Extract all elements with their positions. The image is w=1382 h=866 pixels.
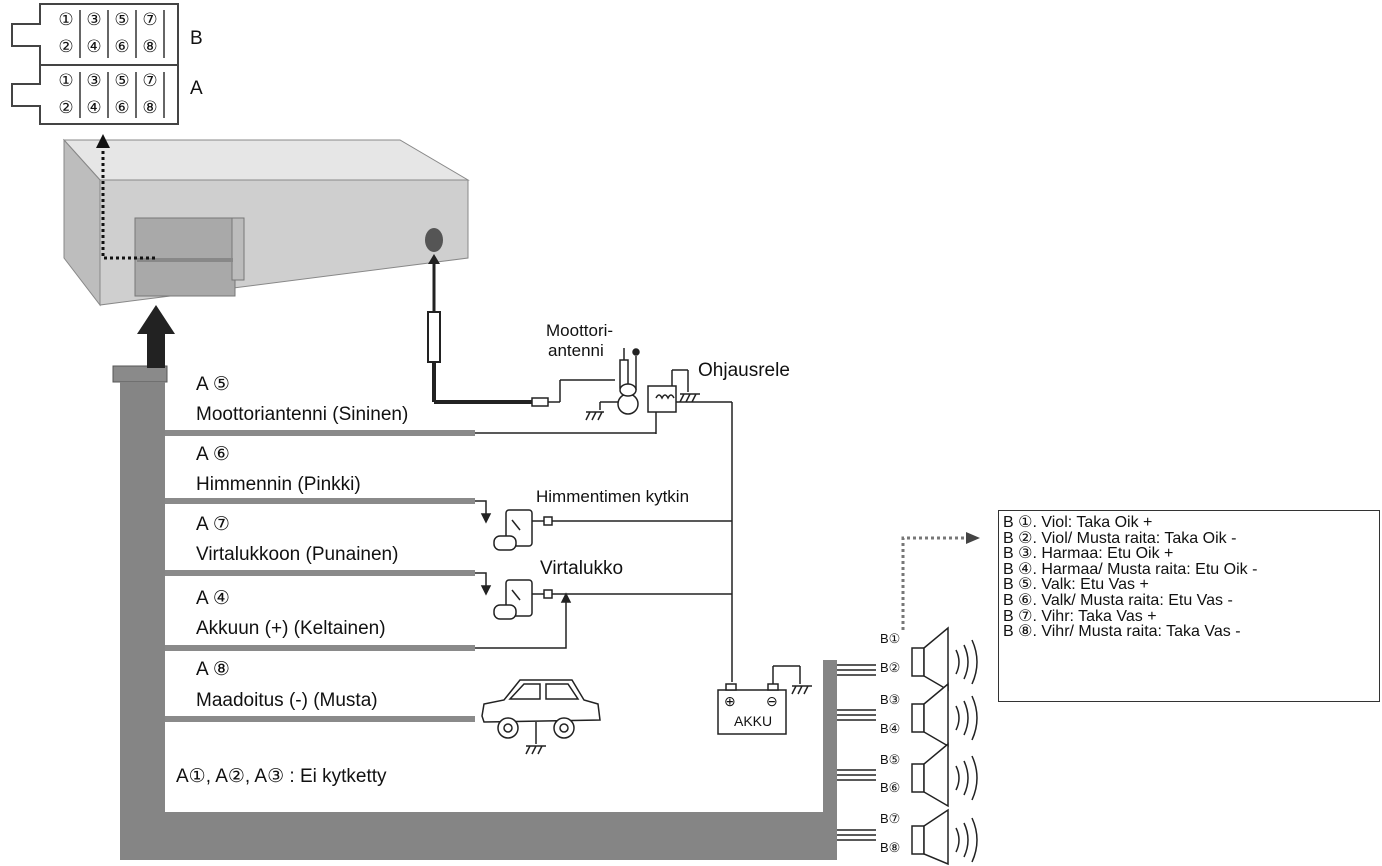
legend-pointer-arrow bbox=[901, 532, 980, 630]
connector-b-pin: ⑦ bbox=[142, 10, 157, 29]
wire-harness bbox=[112, 305, 837, 860]
antenna-cable bbox=[427, 254, 560, 407]
wire-pin-label: A ④ bbox=[196, 588, 230, 609]
speakers bbox=[837, 626, 978, 866]
wire-desc-label: Maadoitus (-) (Musta) bbox=[196, 690, 378, 711]
connector-a-pin: ⑤ bbox=[114, 71, 129, 90]
motor-antenna-label-1: Moottori- bbox=[546, 321, 613, 340]
connector-a-pin: ③ bbox=[86, 71, 101, 90]
speaker-pin-label: B① bbox=[880, 631, 900, 646]
legend-item: B ①. Viol: Taka Oik + bbox=[1003, 514, 1153, 531]
connector-row-a-label: A bbox=[190, 78, 203, 99]
connector-a-pin: ④ bbox=[86, 98, 101, 117]
connector-a-pin: ⑧ bbox=[142, 98, 157, 117]
pin-legend: B ①. Viol: Taka Oik + B ②. Viol/ Musta r… bbox=[998, 510, 1380, 702]
wire-desc-label: Moottoriantenni (Sininen) bbox=[196, 404, 408, 425]
not-connected-note: A①, A②, A③ : Ei kytketty bbox=[176, 766, 387, 787]
connector-b-pin: ⑧ bbox=[142, 37, 157, 56]
connector-b-pin: ② bbox=[58, 37, 73, 56]
wire-desc-label: Akkuun (+) (Keltainen) bbox=[196, 618, 386, 639]
speaker-pin-label: B⑤ bbox=[880, 752, 900, 767]
legend-item: B ④. Harmaa/ Musta raita: Etu Oik - bbox=[1003, 560, 1258, 578]
speaker-pin-label: B⑦ bbox=[880, 811, 900, 826]
ignition-switch-illustration bbox=[475, 572, 732, 649]
wire-labels: A ⑤ Moottoriantenni (Sininen) A ⑥ Himmen… bbox=[176, 374, 408, 787]
wire-pin-label: A ⑧ bbox=[196, 659, 230, 680]
dimmer-switch-label: Himmentimen kytkin bbox=[536, 487, 689, 506]
speaker-pin-label: B③ bbox=[880, 692, 900, 707]
head-unit-illustration bbox=[62, 134, 470, 307]
connector-row-b-label: B bbox=[190, 28, 203, 49]
connector-a-pin: ⑥ bbox=[114, 98, 129, 117]
wire-pin-label: A ⑦ bbox=[196, 514, 230, 535]
speaker-pin-label: B② bbox=[880, 660, 900, 675]
battery-illustration bbox=[717, 665, 812, 735]
wire-desc-label: Himmennin (Pinkki) bbox=[196, 474, 361, 495]
connector-a-pin: ① bbox=[58, 71, 73, 90]
control-relay-label: Ohjausrele bbox=[698, 360, 790, 381]
legend-item: B ⑦. Vihr: Taka Vas + bbox=[1003, 607, 1157, 625]
legend-item: B ⑥. Valk/ Musta raita: Etu Vas - bbox=[1003, 591, 1233, 609]
motor-antenna-label-2: antenni bbox=[548, 341, 604, 360]
legend-item: B ⑤. Valk: Etu Vas + bbox=[1003, 576, 1149, 594]
connector-a-pin: ② bbox=[58, 98, 73, 117]
connector-b-pin: ④ bbox=[86, 37, 101, 56]
legend-item: B ⑧. Vihr/ Musta raita: Taka Vas - bbox=[1003, 623, 1241, 641]
wire-pin-label: A ⑤ bbox=[196, 374, 230, 395]
connector-b-pin: ⑥ bbox=[114, 37, 129, 56]
motor-antenna-illustration bbox=[475, 348, 733, 682]
battery-plus-icon: ⊕ bbox=[724, 693, 736, 709]
speaker-pin-label: B⑧ bbox=[880, 840, 900, 855]
legend-item: B ③. Harmaa: Etu Oik + bbox=[1003, 545, 1174, 563]
wire-desc-label: Virtalukkoon (Punainen) bbox=[196, 544, 398, 565]
connector-illustration: ① ③ ⑤ ⑦ ② ④ ⑥ ⑧ ① ③ ⑤ ⑦ ② ④ ⑥ ⑧ B A bbox=[11, 3, 203, 125]
wire-pin-label: A ⑥ bbox=[196, 444, 230, 465]
battery-label: AKKU bbox=[734, 713, 772, 729]
connector-b-pin: ⑤ bbox=[114, 10, 129, 29]
ignition-switch-label: Virtalukko bbox=[540, 558, 623, 579]
legend-item: B ②. Viol/ Musta raita: Taka Oik - bbox=[1003, 529, 1237, 547]
dimmer-switch-illustration bbox=[475, 500, 732, 551]
connector-b-pin: ① bbox=[58, 10, 73, 29]
car-ground-illustration bbox=[481, 679, 601, 755]
battery-minus-icon: ⊖ bbox=[766, 693, 778, 709]
speaker-pin-label: B⑥ bbox=[880, 780, 900, 795]
connector-a-pin: ⑦ bbox=[142, 71, 157, 90]
speaker-pin-label: B④ bbox=[880, 721, 900, 736]
connector-b-pin: ③ bbox=[86, 10, 101, 29]
